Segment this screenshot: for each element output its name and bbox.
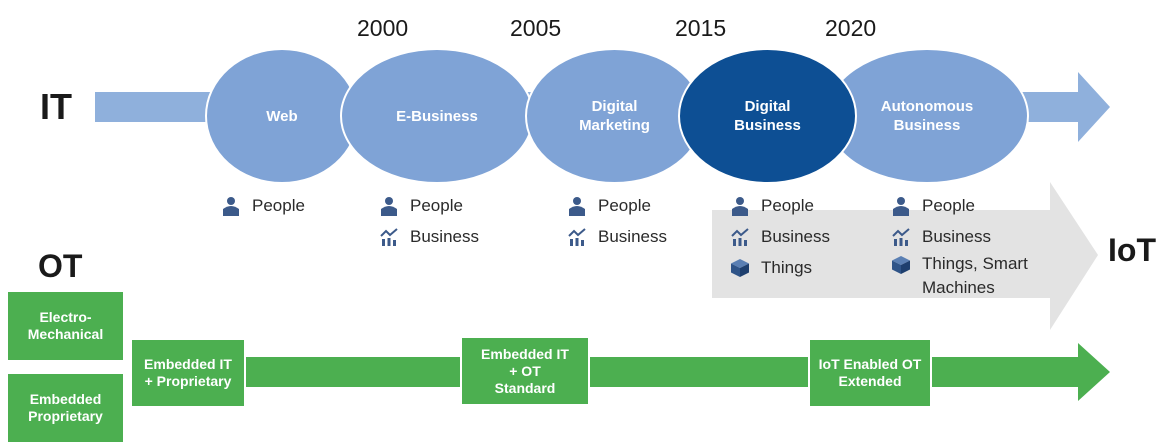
legend-row: People: [890, 190, 1072, 221]
ot-stage-label: Embedded IT + Proprietary: [144, 356, 232, 389]
ot-label: OT: [38, 248, 83, 284]
era-label: E-Business: [396, 107, 478, 125]
year-label: 2015: [675, 15, 727, 41]
era-label: Web: [266, 107, 298, 125]
legend-text: Business: [922, 226, 991, 246]
iot-arrow: [712, 182, 1098, 330]
person-icon: [378, 195, 400, 217]
legend-autonomous-business: People Business Things, Smart Machines: [890, 190, 1072, 300]
ot-stage-label: Embedded IT + OT Standard: [481, 345, 569, 396]
era-web: Web: [205, 48, 359, 184]
person-icon: [220, 195, 242, 217]
legend-row: People: [378, 190, 479, 221]
business-icon: [890, 226, 912, 248]
legend-web: People: [220, 190, 305, 221]
legend-digital-business: People Business Things: [729, 190, 830, 283]
ot-stage-iot-enabled-ot-extended: IoT Enabled OT Extended: [808, 338, 932, 408]
legend-text: People: [252, 195, 305, 215]
business-icon: [378, 226, 400, 248]
era-autonomous-business: Autonomous Business: [825, 48, 1029, 184]
year-label: 2000: [357, 15, 409, 41]
business-icon: [729, 226, 751, 248]
ot-box-electro-mechanical: Electro-Mechanical: [8, 292, 123, 360]
era-label: Digital Marketing: [579, 98, 650, 134]
era-label: Digital Business: [734, 98, 801, 134]
era-e-business: E-Business: [340, 48, 534, 184]
legend-text: People: [922, 195, 975, 215]
legend-row: Things, Smart Machines: [890, 252, 1072, 300]
legend-text: Things, Smart Machines: [922, 254, 1028, 297]
legend-row: Things: [729, 252, 830, 283]
ot-box-label: Electro-Mechanical: [27, 309, 104, 342]
person-icon: [566, 195, 588, 217]
era-digital-business: Digital Business: [678, 48, 857, 184]
it-label: IT: [40, 86, 72, 127]
legend-row: Business: [566, 221, 667, 252]
legend-digital-marketing: People Business: [566, 190, 667, 252]
person-icon: [729, 195, 751, 217]
ot-stage-embedded-it-proprietary: Embedded IT + Proprietary: [130, 338, 246, 408]
cube-icon: [890, 254, 912, 276]
year-label: 2020: [825, 15, 877, 41]
legend-text: People: [598, 195, 651, 215]
legend-row: Business: [378, 221, 479, 252]
legend-e-business: People Business: [378, 190, 479, 252]
person-icon: [890, 195, 912, 217]
cube-icon: [729, 257, 751, 279]
legend-text: People: [410, 195, 463, 215]
legend-row: People: [220, 190, 305, 221]
iot-label: IoT: [1108, 232, 1156, 268]
legend-row: Business: [729, 221, 830, 252]
year-label: 2005: [510, 15, 562, 41]
era-label: Autonomous Business: [880, 98, 974, 134]
legend-text: People: [761, 195, 814, 215]
legend-text: Business: [598, 226, 667, 246]
business-icon: [566, 226, 588, 248]
legend-row: People: [729, 190, 830, 221]
ot-stage-label: IoT Enabled OT Extended: [818, 356, 922, 389]
legend-text: Things: [761, 257, 813, 277]
ot-stage-embedded-it-ot-standard: Embedded IT + OT Standard: [460, 336, 590, 406]
ot-box-label: Embedded Proprietary: [28, 391, 103, 424]
legend-text: Business: [410, 226, 479, 246]
legend-text: Business: [761, 226, 830, 246]
legend-row: People: [566, 190, 667, 221]
legend-row: Business: [890, 221, 1072, 252]
ot-timeline-arrow: [240, 343, 1110, 401]
ot-box-embedded-proprietary: Embedded Proprietary: [8, 374, 123, 442]
era-digital-marketing: Digital Marketing: [525, 48, 704, 184]
